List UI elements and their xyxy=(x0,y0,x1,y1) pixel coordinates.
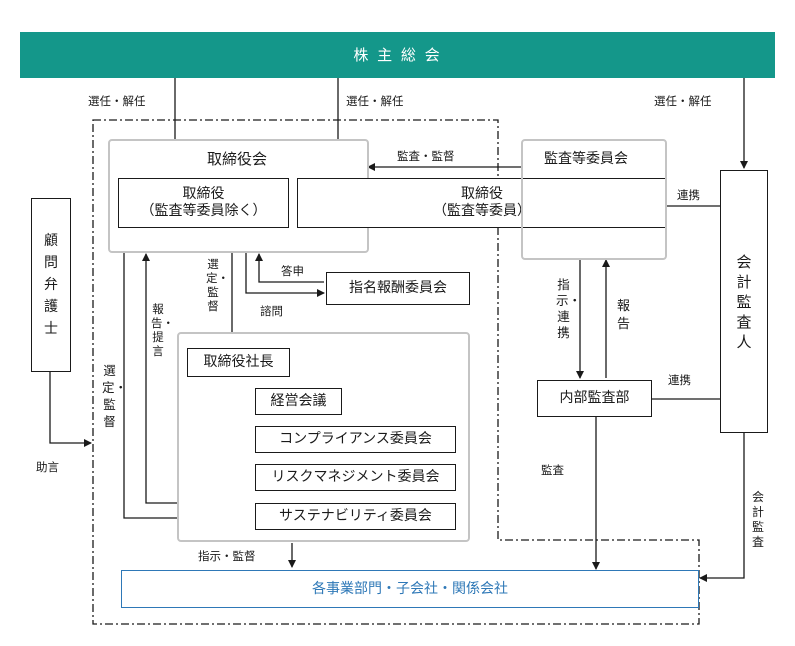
business-units-label: 各事業部門・子会社・関係会社 xyxy=(312,580,508,597)
board-of-directors-title: 取締役会 xyxy=(207,150,268,168)
directors-excl-line1: 取締役 xyxy=(182,186,225,202)
appoint-supervise-board-label: 選定・監督 xyxy=(206,257,229,313)
business-units-box: 各事業部門・子会社・関係会社 xyxy=(121,570,699,608)
legal-advisor-label: 顧問弁護士 xyxy=(44,233,58,337)
president-box: 取締役社長 xyxy=(187,348,290,377)
arrow-report-answer xyxy=(255,253,324,283)
arrow-accounting-audit xyxy=(699,433,745,582)
arrow-consult xyxy=(245,252,325,297)
coordination-label-1: 連携 xyxy=(677,188,700,202)
accounting-auditor-label: 会計監査人 xyxy=(736,252,752,351)
report-propose-label: 報告・提言 xyxy=(151,302,174,358)
instruct-coordinate-label: 指示・連携 xyxy=(556,277,582,340)
directors-audit-line2: （監査等委員） xyxy=(433,203,531,219)
report-label: 報告 xyxy=(616,299,630,332)
directors-audit-committee-box: 取締役 （監査等委員） xyxy=(297,178,667,228)
internal-audit-box: 内部監査部 xyxy=(537,380,652,417)
management-meeting-label: 経営会議 xyxy=(270,393,327,409)
audit-label: 監査 xyxy=(541,463,564,477)
nomination-committee-label: 指名報酬委員会 xyxy=(349,280,447,296)
sustainability-committee-label: サステナビリティ委員会 xyxy=(279,508,432,524)
audit-supervise-label: 監査・監督 xyxy=(397,149,455,163)
arrow-advice xyxy=(49,372,92,447)
accounting-audit-label: 会計監査 xyxy=(751,490,764,549)
audit-committee-group xyxy=(521,139,667,260)
advice-label: 助言 xyxy=(36,460,59,474)
internal-audit-label: 内部監査部 xyxy=(559,390,630,406)
legal-advisor-box: 顧問弁護士 xyxy=(31,198,71,372)
shareholders-meeting-box: 株 主 総 会 xyxy=(20,32,775,78)
risk-management-committee-box: リスクマネジメント委員会 xyxy=(255,464,456,491)
directors-excl-line2: （監査等委員除く） xyxy=(140,203,267,219)
company-boundary xyxy=(92,119,700,625)
shareholders-meeting-label: 株 主 総 会 xyxy=(353,45,442,64)
accounting-auditor-box: 会計監査人 xyxy=(720,170,768,433)
management-meeting-box: 経営会議 xyxy=(255,388,342,415)
sustainability-committee-box: サステナビリティ委員会 xyxy=(255,503,456,530)
elect-dismiss-label-3: 選任・解任 xyxy=(654,94,712,108)
president-label: 取締役社長 xyxy=(203,354,274,370)
nomination-compensation-committee-box: 指名報酬委員会 xyxy=(326,272,470,305)
elect-dismiss-label-1: 選任・解任 xyxy=(88,94,146,108)
directors-audit-line1: 取締役 xyxy=(461,186,503,202)
report-answer-label: 答申 xyxy=(281,264,304,278)
coordination-label-2: 連携 xyxy=(668,373,691,387)
compliance-committee-box: コンプライアンス委員会 xyxy=(255,426,456,453)
consult-label: 諮問 xyxy=(260,304,283,318)
instruct-supervise-label: 指示・監督 xyxy=(198,549,256,563)
audit-committee-title: 監査等委員会 xyxy=(544,151,628,167)
compliance-committee-label: コンプライアンス委員会 xyxy=(279,431,432,447)
elect-dismiss-label-2: 選任・解任 xyxy=(346,94,404,108)
directors-excluding-audit-box: 取締役 （監査等委員除く） xyxy=(118,178,289,228)
appoint-supervise-left-label: 選定・監督 xyxy=(102,363,128,429)
risk-committee-label: リスクマネジメント委員会 xyxy=(271,469,440,485)
